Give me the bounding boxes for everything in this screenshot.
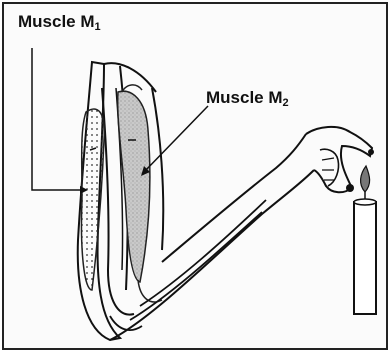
muscle-m1-subscript: 1 [95, 21, 101, 33]
candle-flame [361, 166, 370, 192]
fingertip-dot [346, 184, 354, 192]
muscle-m1-shape [81, 109, 104, 290]
muscle-m2-subscript: 2 [283, 97, 289, 109]
muscle-m1-label: Muscle M1 [18, 12, 101, 33]
muscle-m2-label: Muscle M2 [206, 88, 289, 109]
candle-body [354, 202, 376, 314]
fingertip-dot-upper [368, 149, 374, 155]
m2-leader-line [144, 106, 208, 172]
forearm-inner [162, 134, 306, 262]
m1-leader-line [32, 48, 84, 190]
radius-bone [130, 212, 262, 320]
hand-finger-lines [322, 158, 334, 180]
candle-top [354, 199, 376, 205]
muscle-m2-name: Muscle M [206, 88, 283, 107]
shoulder-edge [104, 63, 156, 92]
ulna-bone [140, 200, 266, 306]
muscle-m1-name: Muscle M [18, 12, 95, 31]
upper-arm-front [152, 88, 163, 250]
